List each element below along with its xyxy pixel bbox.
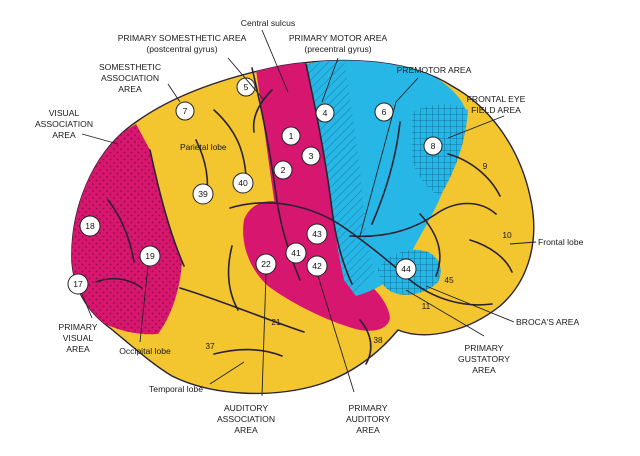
area-42-marker: 42 bbox=[306, 255, 328, 277]
svg-text:18: 18 bbox=[85, 221, 95, 231]
primary-somesthetic-label-2: (postcentral gyrus) bbox=[146, 44, 217, 54]
area-22-marker: 22 bbox=[255, 253, 277, 275]
area-6-marker: 6 bbox=[374, 102, 394, 122]
area-40-marker: 40 bbox=[232, 172, 254, 194]
area-18-marker: 18 bbox=[79, 215, 101, 237]
somesthetic-strip bbox=[256, 62, 356, 296]
primary-visual-label-2: VISUAL bbox=[63, 333, 94, 343]
area-1-marker: 1 bbox=[281, 126, 301, 146]
frontal-eye-label-2: FIELD AREA bbox=[471, 105, 521, 115]
svg-text:43: 43 bbox=[312, 229, 322, 239]
temporal-lobe-label: Temporal lobe bbox=[149, 384, 203, 394]
circled-area-numbers: 1 2 3 4 5 6 7 8 17 18 19 22 39 40 41 42 … bbox=[67, 77, 443, 295]
primary-visual-label-1: PRIMARY bbox=[59, 322, 98, 332]
visual-assoc-label-1: VISUAL bbox=[49, 108, 80, 118]
somesthetic-assoc-label-1: SOMESTHETIC bbox=[99, 62, 161, 72]
primary-auditory-label-2: AUDITORY bbox=[346, 414, 390, 424]
parietal-lobe-label: Parietal lobe bbox=[180, 142, 227, 152]
area-5-marker: 5 bbox=[236, 77, 256, 97]
area-10-number: 10 bbox=[502, 230, 512, 240]
frontal-eye-label-1: FRONTAL EYE bbox=[467, 94, 526, 104]
svg-text:2: 2 bbox=[281, 165, 286, 175]
primary-visual-dots bbox=[71, 124, 182, 335]
plain-area-numbers: 9 10 11 45 21 37 38 bbox=[205, 161, 512, 351]
somesthetic-assoc-label-3: AREA bbox=[118, 84, 142, 94]
auditory-assoc-label-2: ASSOCIATION bbox=[217, 414, 275, 424]
primary-gustatory-label-2: GUSTATORY bbox=[458, 354, 510, 364]
outside-labels: Central sulcus PRIMARY SOMESTHETIC AREA … bbox=[35, 18, 584, 435]
svg-text:44: 44 bbox=[401, 264, 411, 274]
area-4-marker: 4 bbox=[315, 103, 335, 123]
svg-text:39: 39 bbox=[198, 189, 208, 199]
area-39-marker: 39 bbox=[192, 183, 214, 205]
primary-somesthetic-label-1: PRIMARY SOMESTHETIC AREA bbox=[118, 33, 247, 43]
somesthetic-assoc-label-2: ASSOCIATION bbox=[101, 73, 159, 83]
area-45-number: 45 bbox=[444, 275, 454, 285]
primary-auditory-label-3: AREA bbox=[356, 425, 380, 435]
svg-text:22: 22 bbox=[261, 259, 271, 269]
primary-motor-label-2: (precentral gyrus) bbox=[304, 44, 371, 54]
primary-motor-label-1: PRIMARY MOTOR AREA bbox=[289, 33, 388, 43]
primary-visual-label-3: AREA bbox=[66, 344, 90, 354]
svg-text:19: 19 bbox=[145, 251, 155, 261]
area-8-marker: 8 bbox=[423, 136, 443, 156]
svg-text:7: 7 bbox=[183, 106, 188, 116]
visual-assoc-label-2: ASSOCIATION bbox=[35, 119, 93, 129]
svg-text:8: 8 bbox=[431, 141, 436, 151]
brocas-area-label: BROCA'S AREA bbox=[516, 317, 580, 327]
area-21-number: 21 bbox=[271, 317, 281, 327]
frontal-lobe-label: Frontal lobe bbox=[538, 237, 584, 247]
premotor-label: PREMOTOR AREA bbox=[397, 65, 472, 75]
area-43-marker: 43 bbox=[306, 223, 328, 245]
area-9-number: 9 bbox=[483, 161, 488, 171]
area-2-marker: 2 bbox=[273, 160, 293, 180]
svg-text:40: 40 bbox=[238, 178, 248, 188]
svg-text:41: 41 bbox=[291, 248, 301, 258]
svg-text:6: 6 bbox=[382, 107, 387, 117]
area-17-marker: 17 bbox=[67, 273, 89, 295]
primary-gustatory-label-3: AREA bbox=[472, 365, 496, 375]
area-44-marker: 44 bbox=[395, 258, 417, 280]
svg-text:3: 3 bbox=[309, 151, 314, 161]
area-19-marker: 19 bbox=[139, 245, 161, 267]
central-sulcus-label: Central sulcus bbox=[241, 18, 295, 28]
svg-text:4: 4 bbox=[323, 108, 328, 118]
area-37-number: 37 bbox=[205, 341, 215, 351]
occipital-lobe-label: Occipital lobe bbox=[119, 346, 171, 356]
brain-lateral-view bbox=[71, 59, 535, 395]
svg-text:42: 42 bbox=[312, 261, 322, 271]
area-38-number: 38 bbox=[373, 335, 383, 345]
svg-text:17: 17 bbox=[73, 279, 83, 289]
auditory-assoc-label-3: AREA bbox=[234, 425, 258, 435]
svg-text:1: 1 bbox=[289, 131, 294, 141]
auditory-assoc-label-1: AUDITORY bbox=[224, 403, 268, 413]
primary-auditory-label-1: PRIMARY bbox=[349, 403, 388, 413]
area-7-marker: 7 bbox=[175, 101, 195, 121]
primary-gustatory-label-1: PRIMARY bbox=[465, 343, 504, 353]
area-3-marker: 3 bbox=[301, 146, 321, 166]
area-41-marker: 41 bbox=[285, 242, 307, 264]
leader-lines bbox=[81, 29, 537, 397]
visual-assoc-label-3: AREA bbox=[52, 130, 76, 140]
svg-text:5: 5 bbox=[244, 82, 249, 92]
area-11-number: 11 bbox=[422, 301, 431, 311]
